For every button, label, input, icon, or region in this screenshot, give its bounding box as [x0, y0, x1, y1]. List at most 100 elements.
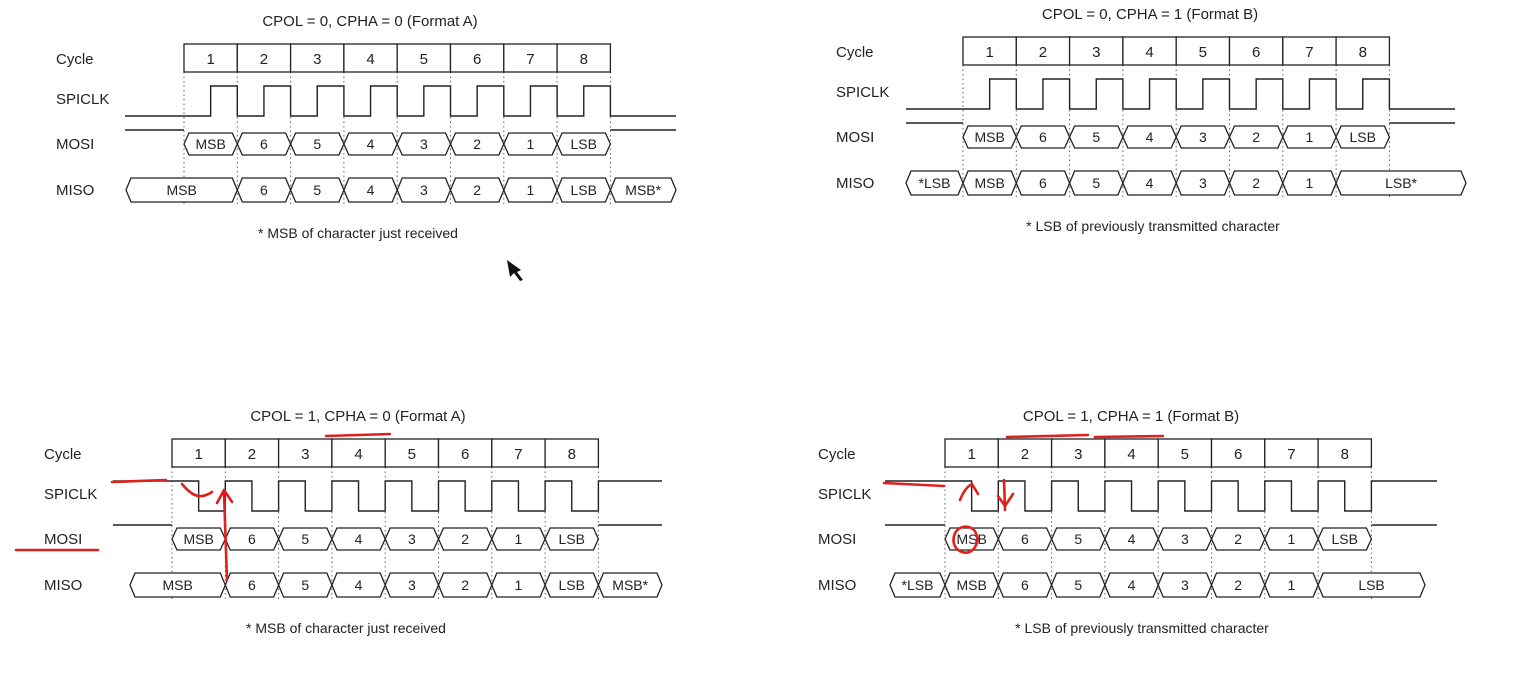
- diagram-a-cycle-box: [396, 43, 452, 73]
- diagram-a-cycle-number: 5: [420, 51, 428, 68]
- diagram-a-miso-label: 5: [313, 182, 321, 198]
- diagram-d-cycle-box: [1104, 438, 1159, 468]
- diagram-a-cycle-box: [289, 43, 345, 73]
- diagram-a-cycle-number: 2: [260, 51, 268, 68]
- diagram-b-miso-label: LSB*: [1385, 175, 1417, 191]
- handwritten-mark: [324, 432, 392, 438]
- diagram-c-cycle-number: 6: [461, 446, 469, 463]
- timing-diagram-a: CPOL = 0, CPHA = 0 (Format A)CycleSPICLK…: [56, 13, 677, 241]
- diagram-c-miso-label: LSB: [559, 577, 585, 593]
- diagram-c-miso-label: 4: [355, 577, 363, 593]
- diagram-a-miso-label: 6: [260, 182, 268, 198]
- diagram-b-miso-label: *LSB: [919, 175, 951, 191]
- diagram-b-label-spiclk: SPICLK: [836, 84, 889, 101]
- diagram-c-cycle-number: 2: [248, 446, 256, 463]
- diagram-d-mosi-label: 2: [1234, 531, 1242, 547]
- diagram-d-miso-label: *LSB: [902, 577, 934, 593]
- handwritten-mark: [952, 525, 979, 554]
- diagram-d-spiclk-wave: [885, 480, 1437, 512]
- diagram-d-mosi-label: 1: [1288, 531, 1296, 547]
- diagram-a-mosi-bit: [556, 132, 612, 156]
- diagram-c-cycle-box: [544, 438, 600, 468]
- diagram-c-spiclk-wave: [113, 480, 662, 512]
- diagram-b-cycle-box: [1122, 36, 1177, 66]
- diagram-b-cycle-number: 4: [1145, 44, 1153, 61]
- diagram-d-cycle-box: [1050, 438, 1106, 468]
- diagram-b-cycle-number: 1: [985, 44, 993, 61]
- diagram-c-miso-label: 1: [515, 577, 523, 593]
- diagram-d-cycle-number: 2: [1021, 446, 1029, 463]
- timing-diagram-d: CPOL = 1, CPHA = 1 (Format B)CycleSPICLK…: [818, 408, 1437, 636]
- diagram-b-mosi-label: 1: [1306, 129, 1314, 145]
- diagram-c-mosi-label: 3: [408, 531, 416, 547]
- diagram-a-cycle-box: [236, 43, 292, 73]
- diagram-d-cycle-box: [1317, 438, 1373, 468]
- diagram-b-title: CPOL = 0, CPHA = 1 (Format B): [1042, 6, 1258, 23]
- handwritten-mark: [1005, 433, 1090, 439]
- diagram-c-cycle-number: 3: [301, 446, 309, 463]
- diagram-d-mosi-label: LSB: [1332, 531, 1358, 547]
- diagram-a-mosi-label: MSB: [195, 136, 225, 152]
- diagram-a-title: CPOL = 0, CPHA = 0 (Format A): [262, 13, 477, 30]
- diagram-d-miso-label: 1: [1288, 577, 1296, 593]
- diagram-d-mosi-bit: [1317, 527, 1373, 551]
- handwritten-mark: [958, 482, 980, 502]
- diagram-c-mosi-label: MSB: [183, 531, 213, 547]
- diagram-c-cycle-number: 8: [568, 446, 576, 463]
- diagram-b-cycle-number: 3: [1092, 44, 1100, 61]
- diagram-a-footnote: * MSB of character just received: [258, 225, 458, 241]
- diagram-b-footnote: * LSB of previously transmitted characte…: [1026, 218, 1280, 234]
- diagram-a-cycle-number: 6: [473, 51, 481, 68]
- diagram-c-label-mosi: MOSI: [44, 531, 82, 548]
- diagram-c-cycle-box: [224, 438, 280, 468]
- diagram-b-cycle-box: [1228, 36, 1284, 66]
- handwritten-mark: [882, 481, 946, 488]
- diagram-a-miso-bit: [609, 177, 677, 203]
- diagram-d-mosi-label: 3: [1181, 531, 1189, 547]
- diagram-d-miso-label: 4: [1128, 577, 1136, 593]
- mouse-pointer-icon: [507, 260, 523, 281]
- diagram-d-label-spiclk: SPICLK: [818, 486, 871, 503]
- diagram-c-label-miso: MISO: [44, 577, 82, 594]
- diagram-b-cycle-number: 5: [1199, 44, 1207, 61]
- handwritten-mark: [1093, 434, 1165, 439]
- diagram-a-mosi-label: 3: [420, 136, 428, 152]
- diagram-d-miso-label: LSB: [1358, 577, 1384, 593]
- diagram-d-miso-label: 6: [1021, 577, 1029, 593]
- diagram-d-cycle-number: 5: [1181, 446, 1189, 463]
- diagram-b-cycle-box: [962, 36, 1017, 66]
- diagram-b-cycle-number: 8: [1359, 44, 1367, 61]
- timing-diagram-c: CPOL = 1, CPHA = 0 (Format A)CycleSPICLK…: [44, 408, 663, 636]
- diagram-d-cycle-number: 8: [1341, 446, 1349, 463]
- diagram-c-miso-label: MSB: [162, 577, 192, 593]
- handwritten-mark: [110, 478, 168, 484]
- diagram-c-miso-label: 3: [408, 577, 416, 593]
- handwritten-mark: [996, 492, 1015, 508]
- diagram-c-cycle-box: [331, 438, 386, 468]
- diagram-a-label-spiclk: SPICLK: [56, 91, 109, 108]
- diagram-c-cycle-box: [277, 438, 333, 468]
- diagram-b-miso-label: 1: [1306, 175, 1314, 191]
- diagram-d-cycle-number: 6: [1234, 446, 1242, 463]
- diagram-c-mosi-label: 1: [515, 531, 523, 547]
- diagram-a-mosi-label: 5: [313, 136, 321, 152]
- diagram-b-miso-bit: [1335, 170, 1467, 196]
- diagram-a-miso-label: LSB: [571, 182, 597, 198]
- diagram-b-cycle-box: [1282, 36, 1337, 66]
- diagram-c-mosi-label: 2: [461, 531, 469, 547]
- diagram-a-cycle-number: 1: [206, 51, 214, 68]
- diagram-c-cycle-box: [384, 438, 440, 468]
- diagram-b-mosi-label: 3: [1199, 129, 1207, 145]
- diagram-b-cycle-number: 7: [1305, 44, 1313, 61]
- diagram-b-label-cycle: Cycle: [836, 44, 874, 61]
- diagram-b-cycle-number: 2: [1039, 44, 1047, 61]
- diagram-b-mosi-label: LSB: [1350, 129, 1376, 145]
- diagram-c-cycle-box: [437, 438, 493, 468]
- diagram-c-mosi-label: 6: [248, 531, 256, 547]
- timing-diagram-b: CPOL = 0, CPHA = 1 (Format B) CycleSPICLK…: [836, 6, 1467, 234]
- diagram-d-miso-bit: [1317, 572, 1426, 598]
- diagram-c-miso-label: 6: [248, 577, 256, 593]
- diagram-a-cycle-number: 3: [313, 51, 321, 68]
- diagram-b-spiclk-wave: [906, 78, 1455, 110]
